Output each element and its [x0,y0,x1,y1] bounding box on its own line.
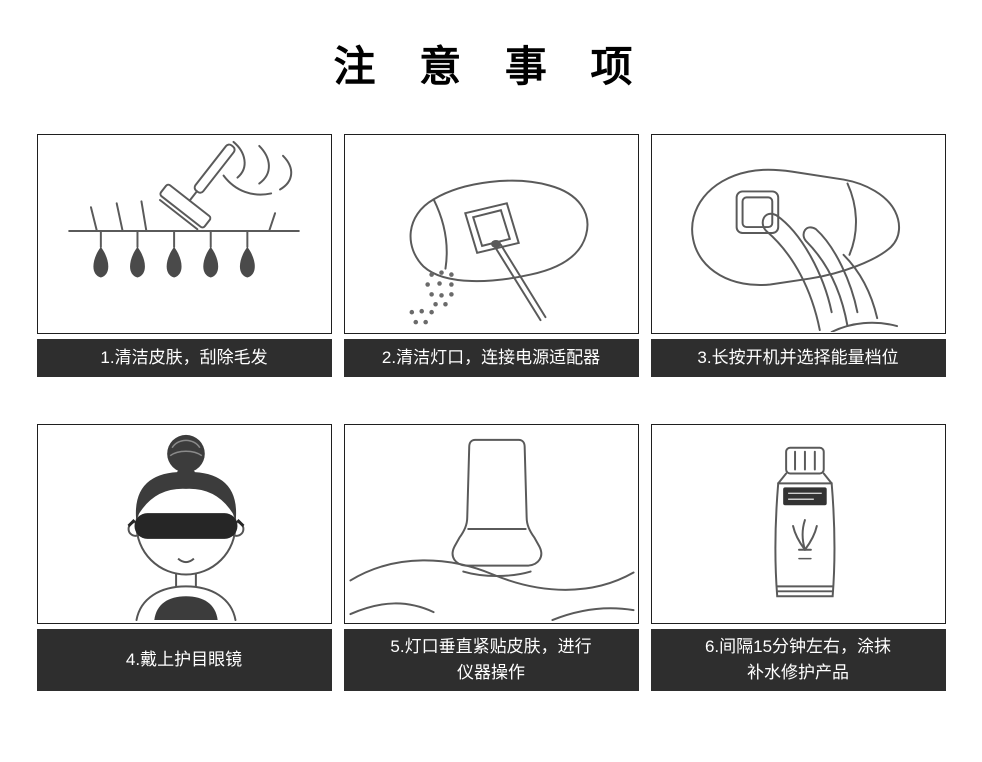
protective-goggles-girl-illustration [127,435,244,622]
step-caption: 3.长按开机并选择能量档位 [650,339,946,378]
step-image-frame [343,424,639,625]
step-panel: 4.戴上护目眼镜 [36,424,332,692]
step-caption-line: 2.清洁灯口，连接电源适配器 [381,348,601,368]
step-image-frame [650,424,946,625]
device-on-skin-illustration [348,439,635,622]
step-caption-line: 4.戴上护目眼镜 [125,650,243,670]
step-caption-line: 5.灯口垂直紧贴皮肤，进行 [390,636,592,656]
step-image-frame [36,134,332,335]
step-caption-line: 6.间隔15分钟左右，涂抹 [704,636,892,656]
step-caption-line: 3.长按开机并选择能量档位 [697,348,899,368]
step-caption-line: 仪器操作 [457,663,525,683]
steps-row-2: 4.戴上护目眼镜 5.灯口垂直紧贴皮肤，进 [0,424,982,692]
step-image-frame [343,134,639,335]
step-panel: 6.间隔15分钟左右，涂抹 补水修护产品 [650,424,946,692]
power-button-press-illustration [690,168,900,333]
razor-shaving-illustration [67,141,300,278]
repair-gel-tube-illustration [773,446,835,598]
device-lamp-cleaning-illustration [409,179,588,325]
step-caption: 2.清洁灯口，连接电源适配器 [343,339,639,378]
step-caption-line: 补水修护产品 [747,663,849,683]
step-caption: 6.间隔15分钟左右，涂抹 补水修护产品 [650,629,946,692]
step-panel: 2.清洁灯口，连接电源适配器 [343,134,639,378]
steps-row-1: 1.清洁皮肤，刮除毛发 [0,134,982,378]
step-caption: 4.戴上护目眼镜 [36,629,332,692]
step-panel: 3.长按开机并选择能量档位 [650,134,946,378]
step-caption: 5.灯口垂直紧贴皮肤，进行 仪器操作 [343,629,639,692]
page-title: 注 意 事 项 [333,43,649,90]
step-image-frame [650,134,946,335]
step-image-frame [36,424,332,625]
step-caption: 1.清洁皮肤，刮除毛发 [36,339,332,378]
step-panel: 1.清洁皮肤，刮除毛发 [36,134,332,378]
step-caption-line: 1.清洁皮肤，刮除毛发 [100,348,268,368]
step-panel: 5.灯口垂直紧贴皮肤，进行 仪器操作 [343,424,639,692]
